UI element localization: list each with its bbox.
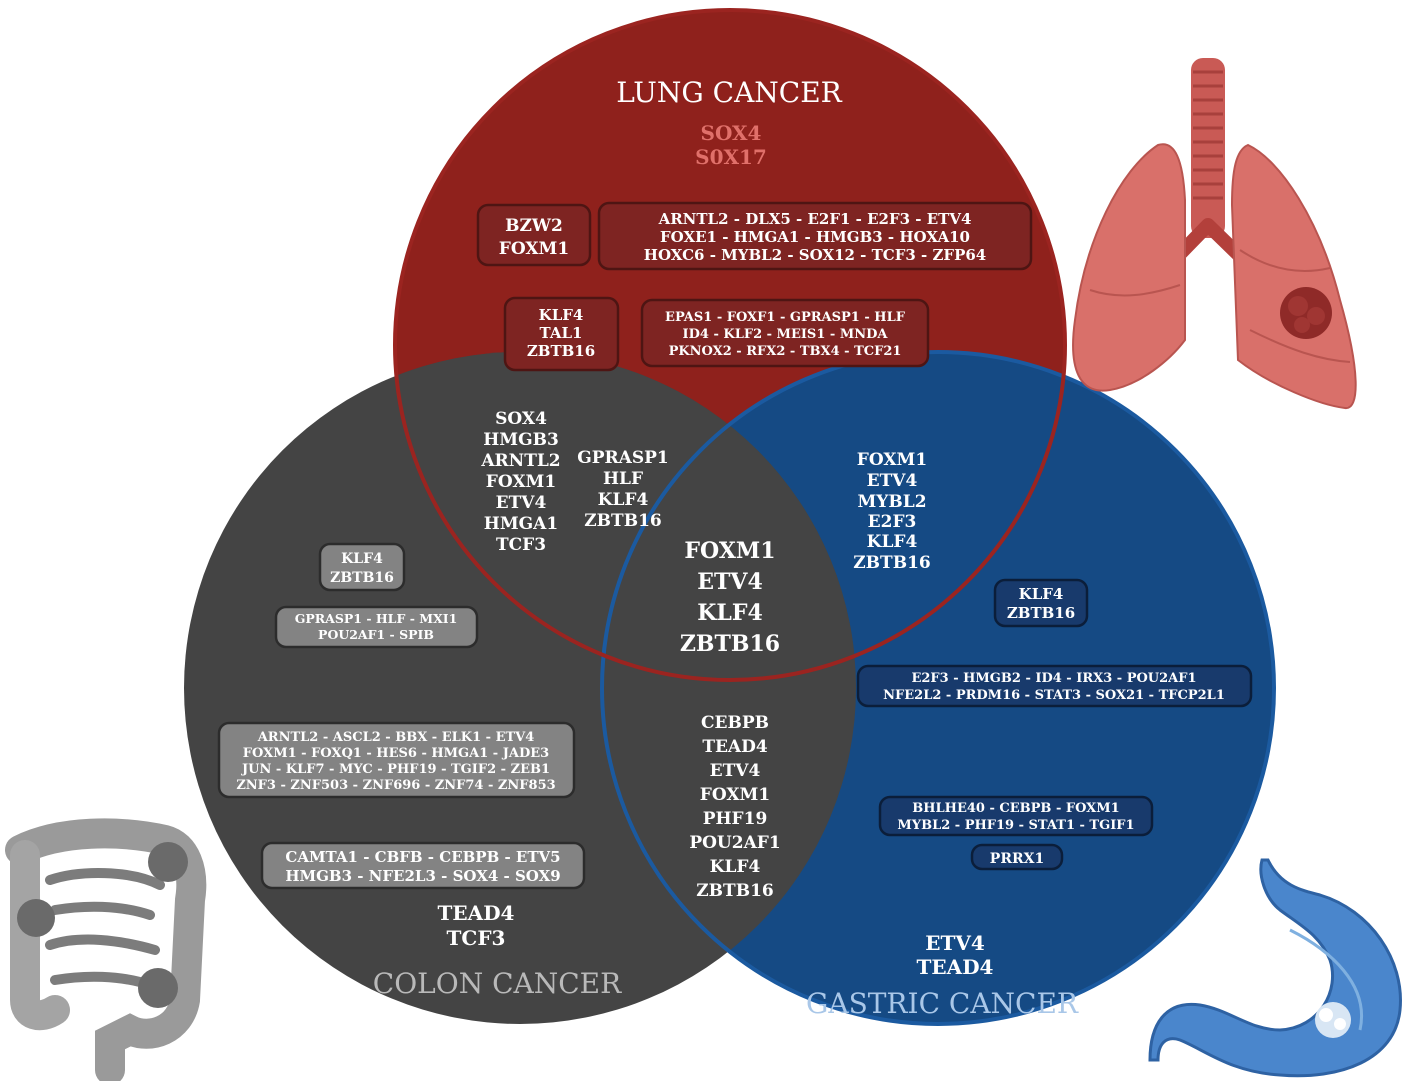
colon-gastric-list: CEBPB TEAD4 ETV4 FOXM1 PHF19 POU2AF1 KLF… [689,713,780,901]
lung-box-c-line: TAL1 [540,324,583,342]
lung-gastric-gene: E2F3 [868,512,917,532]
lung-colon-gene: HLF [603,469,643,489]
gastric-box-d-line: PRRX1 [990,851,1044,867]
colon-gastric-gene: ETV4 [710,761,761,781]
colon-box-b-line: GPRASP1 - HLF - MXI1 [295,611,458,626]
lung-colon-gene: GPRASP1 [577,448,669,468]
colon-icon [5,818,207,1081]
lung-box-b-line: HOXC6 - MYBL2 - SOX12 - TCF3 - ZFP64 [644,246,986,264]
colon-box-d-line: HMGB3 - NFE2L3 - SOX4 - SOX9 [285,867,560,885]
all-three-gene: KLF4 [697,600,763,626]
lung-gastric-gene: MYBL2 [857,492,926,512]
lung-box-d-line: EPAS1 - FOXF1 - GPRASP1 - HLF [665,310,906,325]
lung-colon-gene: ETV4 [496,493,547,513]
lung-box-a-line: BZW2 [505,216,563,236]
colon-box-a-line: KLF4 [341,551,383,567]
colon-box-c [217,721,576,799]
colon-box-a-line: ZBTB16 [330,570,394,586]
all-three-list: FOXM1 ETV4 KLF4 ZBTB16 [680,538,780,657]
colon-title: COLON CANCER [373,967,622,1000]
all-three-gene: ZBTB16 [680,631,780,657]
colon-gastric-gene: CEBPB [701,713,769,733]
gastric-box-b-line: NFE2L2 - PRDM16 - STAT3 - SOX21 - TFCP2L… [883,688,1225,703]
lung-colon-gene: TCF3 [496,535,546,555]
lung-box-d [640,298,930,368]
gastric-box-c-line: BHLHE40 - CEBPB - FOXM1 [912,801,1119,816]
gastric-box-a-line: ZBTB16 [1007,604,1075,622]
gastric-bottom-gene: ETV4 [925,931,985,955]
colon-gastric-gene: KLF4 [710,857,761,877]
colon-gastric-gene: PHF19 [703,809,768,829]
colon-box-a [318,542,406,592]
colon-gastric-gene: ZBTB16 [696,881,773,901]
lung-box-d-line: ID4 - KLF2 - MEIS1 - MNDA [683,327,889,342]
lung-title: LUNG CANCER [616,76,842,109]
gastric-bottom-gene: TEAD4 [917,955,994,979]
gastric-box-c [878,795,1154,837]
lung-colon-gene: FOXM1 [486,472,556,492]
lung-colon-gene: HMGB3 [483,430,559,450]
lung-colon-gene: ARNTL2 [480,451,560,471]
colon-box-c-line: FOXM1 - FOXQ1 - HES6 - HMGA1 - JADE3 [243,746,549,761]
lung-box-b-line: ARNTL2 - DLX5 - E2F1 - E2F3 - ETV4 [658,210,972,228]
gastric-box-a-line: KLF4 [1019,585,1064,603]
lung-box-c [503,296,620,372]
colon-box-c-line: ARNTL2 - ASCL2 - BBX - ELK1 - ETV4 [257,730,535,745]
colon-gastric-gene: FOXM1 [700,785,770,805]
lung-colon-gene: HMGA1 [484,514,558,534]
lung-box-d-line: PKNOX2 - RFX2 - TBX4 - TCF21 [669,344,902,359]
colon-box-d [260,841,586,890]
lung-outline [393,8,1067,682]
lung-gastric-gene: ETV4 [867,471,918,491]
gastric-title: GASTRIC CANCER [806,987,1079,1020]
colon-box-d-line: CAMTA1 - CBFB - CEBPB - ETV5 [285,848,560,866]
lung-box-c-line: ZBTB16 [527,342,595,360]
lung-box-b-line: FOXE1 - HMGA1 - HMGB3 - HOXA10 [660,228,970,246]
colon-box-c-line: JUN - KLF7 - MYC - PHF19 - TGIF2 - ZEB1 [241,762,550,777]
gastric-outline [600,350,1276,1026]
colon-gastric-gene: TEAD4 [702,737,768,757]
lung-gastric-gene: FOXM1 [857,450,927,470]
colon-box-c-line: ZNF3 - ZNF503 - ZNF696 - ZNF74 - ZNF853 [236,778,555,793]
colon-box-b [274,605,479,649]
lung-box-a-line: FOXM1 [499,239,569,259]
colon-bottom-gene: TCF3 [447,926,506,950]
all-three-gene: FOXM1 [684,538,775,564]
lung-box-a [476,203,592,267]
gastric-box-b-line: E2F3 - HMGB2 - ID4 - IRX3 - POU2AF1 [911,671,1196,686]
lung-gastric-gene: KLF4 [867,532,918,552]
lung-colon-gene: SOX4 [495,409,547,429]
lung-colon-list-right: GPRASP1 HLF KLF4 ZBTB16 [577,448,669,531]
gastric-box-d [970,843,1064,871]
all-three-gene: ETV4 [697,569,763,595]
lung-box-c-line: KLF4 [539,306,584,324]
lung-top-gene-2: S0X17 [695,145,767,169]
lung-box-b [597,201,1033,271]
colon-bottom-gene: TEAD4 [438,901,515,925]
gastric-box-c-line: MYBL2 - PHF19 - STAT1 - TGIF1 [897,818,1134,833]
lungs-icon [1072,58,1357,409]
lung-colon-list-left: SOX4 HMGB3 ARNTL2 FOXM1 ETV4 HMGA1 TCF3 [480,409,560,555]
lung-top-gene-1: SOX4 [701,121,762,145]
colon-box-b-line: POU2AF1 - SPIB [318,627,434,642]
lung-gastric-gene: ZBTB16 [853,553,930,573]
gastric-box-a [993,578,1089,628]
lung-gastric-list: FOXM1 ETV4 MYBL2 E2F3 KLF4 ZBTB16 [853,450,930,573]
stomach-icon [1148,858,1402,1078]
gastric-box-b [856,664,1253,708]
lung-colon-gene: KLF4 [598,490,649,510]
colon-gastric-overlap [602,352,856,1024]
colon-gastric-gene: POU2AF1 [689,833,780,853]
lung-colon-gene: ZBTB16 [584,511,661,531]
